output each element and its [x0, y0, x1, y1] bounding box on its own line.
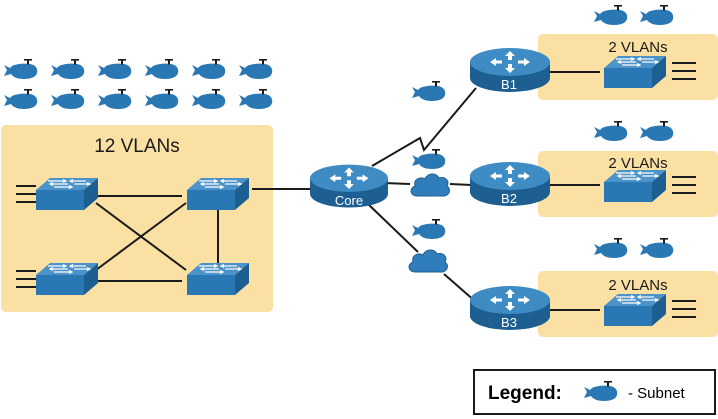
subnet-icon [145, 59, 179, 79]
branch-vlan-label-b2: 2 VLANs [608, 155, 667, 172]
wan-subnet-icon-b3 [412, 219, 446, 239]
legend-item-label: - Subnet [628, 385, 686, 402]
campus-switch-bottom-right [186, 263, 250, 295]
campus-links [16, 185, 316, 288]
wan-cloud-b3 [408, 249, 448, 273]
subnet-icon [192, 89, 226, 109]
wan-subnet-icon-b2 [412, 149, 446, 169]
subnet-icon [98, 59, 132, 79]
branch-router-label-b2: B2 [501, 191, 517, 206]
subnet-icon [51, 59, 85, 79]
campus-vlan-label: 12 VLANs [94, 136, 180, 157]
campus-switch-top-right [186, 178, 250, 210]
subnet-icon [51, 89, 85, 109]
branch-router-label-b1: B1 [501, 77, 517, 92]
subnet-icon [192, 59, 226, 79]
branch-switch-b1 [603, 56, 667, 88]
subnet-icon [640, 238, 674, 258]
subnet-icon [640, 121, 674, 141]
campus-subnets [4, 59, 273, 109]
subnet-icon [4, 89, 38, 109]
branch-router-label-b3: B3 [501, 315, 517, 330]
subnet-icon [594, 121, 628, 141]
wan-subnet-icon-b1 [412, 81, 446, 101]
wan-links [367, 87, 477, 303]
core-router-label: Core [335, 193, 363, 208]
subnet-icon [239, 89, 273, 109]
branch-links [548, 62, 696, 318]
campus-switch-top-left [36, 178, 98, 210]
branch-vlan-label-b1: 2 VLANs [608, 39, 667, 56]
subnet-icon [239, 59, 273, 79]
subnet-icon [145, 89, 179, 109]
wan-cloud-b2 [410, 173, 450, 197]
subnet-icon [640, 5, 674, 25]
subnet-icon [594, 238, 628, 258]
campus-switch-bottom-left [36, 263, 98, 295]
legend-title: Legend: [488, 383, 562, 404]
branch-vlan-label-b3: 2 VLANs [608, 277, 667, 294]
subnet-icon [594, 5, 628, 25]
branch-switch-b3 [603, 294, 667, 326]
branch-switch-b2 [603, 170, 667, 202]
subnet-icon [4, 59, 38, 79]
subnet-icon [98, 89, 132, 109]
